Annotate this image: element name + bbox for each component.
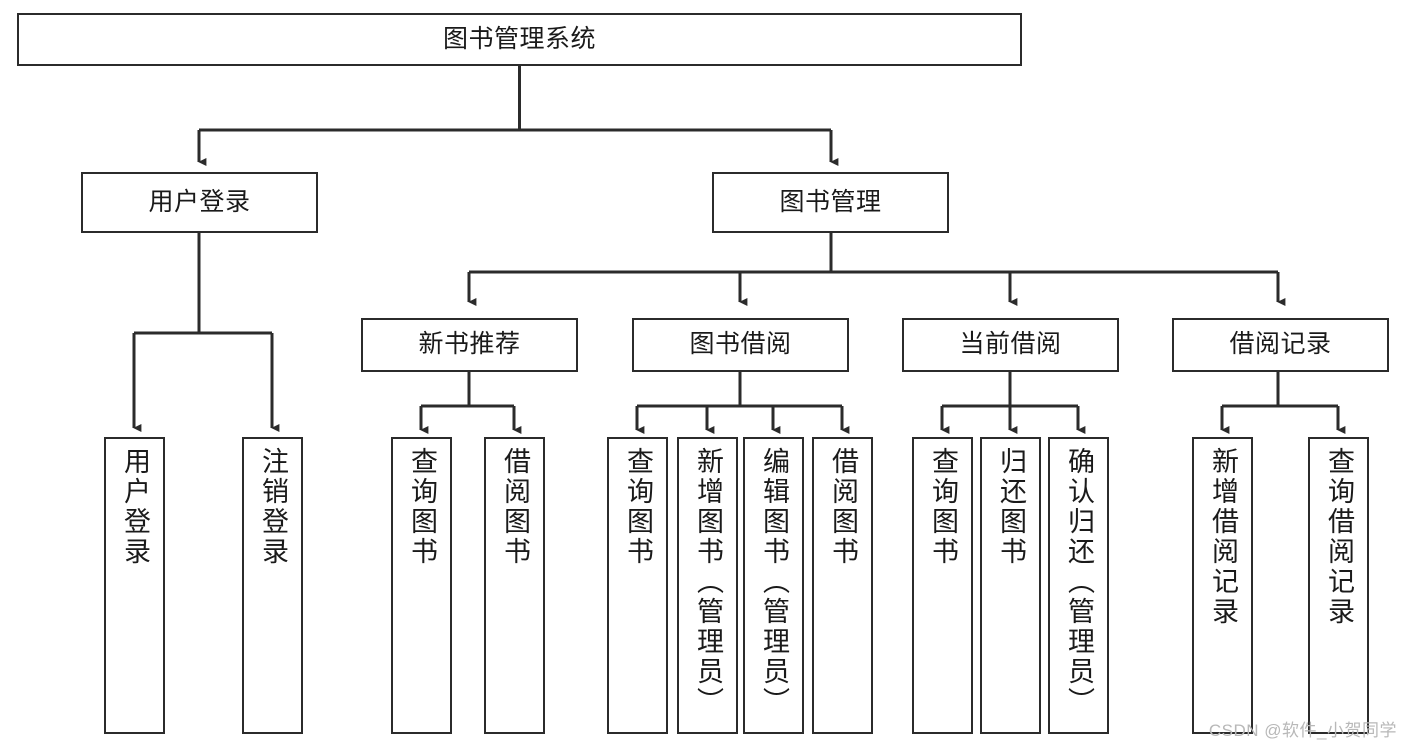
node-leaf-confirm-return[interactable]: 确认归还（管理员） — [1048, 437, 1109, 734]
node-leaf-confirm-return-label: 确认归还（管理员） — [1064, 447, 1094, 717]
node-leaf-return-book[interactable]: 归还图书 — [980, 437, 1041, 734]
node-book-manage-label: 图书管理 — [779, 187, 882, 216]
node-leaf-query-book-1[interactable]: 查询图书 — [391, 437, 452, 734]
node-leaf-edit-book[interactable]: 编辑图书（管理员） — [743, 437, 804, 734]
node-leaf-add-record-label: 新增借阅记录 — [1208, 447, 1238, 627]
node-leaf-borrow-book-2-label: 借阅图书 — [828, 447, 858, 567]
node-new-book-recommend[interactable]: 新书推荐 — [361, 318, 578, 372]
node-leaf-add-book-label: 新增图书（管理员） — [693, 447, 723, 717]
node-leaf-query-book-1-label: 查询图书 — [407, 447, 437, 567]
node-user-login-label: 用户登录 — [148, 187, 251, 216]
node-leaf-query-book-3[interactable]: 查询图书 — [912, 437, 973, 734]
node-current-borrow[interactable]: 当前借阅 — [902, 318, 1119, 372]
node-leaf-edit-book-label: 编辑图书（管理员） — [759, 447, 789, 717]
node-leaf-borrow-book-1[interactable]: 借阅图书 — [484, 437, 545, 734]
node-leaf-query-book-2[interactable]: 查询图书 — [607, 437, 668, 734]
node-root[interactable]: 图书管理系统 — [17, 13, 1022, 66]
node-book-borrow[interactable]: 图书借阅 — [632, 318, 849, 372]
node-leaf-borrow-book-1-label: 借阅图书 — [500, 447, 530, 567]
node-leaf-query-book-2-label: 查询图书 — [623, 447, 653, 567]
node-leaf-logout-login-label: 注销登录 — [258, 447, 288, 567]
node-new-book-recommend-label: 新书推荐 — [418, 330, 521, 359]
node-user-login[interactable]: 用户登录 — [81, 172, 318, 233]
csdn-watermark: CSDN @软件_小贺同学 — [1208, 721, 1397, 740]
node-leaf-query-record-label: 查询借阅记录 — [1324, 447, 1354, 627]
node-root-label: 图书管理系统 — [442, 24, 596, 53]
node-leaf-logout-login[interactable]: 注销登录 — [242, 437, 303, 734]
node-current-borrow-label: 当前借阅 — [959, 330, 1062, 359]
node-leaf-user-login-label: 用户登录 — [120, 447, 150, 567]
node-leaf-return-book-label: 归还图书 — [996, 447, 1026, 567]
node-leaf-borrow-book-2[interactable]: 借阅图书 — [812, 437, 873, 734]
node-leaf-user-login[interactable]: 用户登录 — [104, 437, 165, 734]
node-borrow-record-label: 借阅记录 — [1229, 330, 1332, 359]
node-borrow-record[interactable]: 借阅记录 — [1172, 318, 1389, 372]
node-leaf-query-record[interactable]: 查询借阅记录 — [1308, 437, 1369, 734]
node-leaf-add-book[interactable]: 新增图书（管理员） — [677, 437, 738, 734]
node-leaf-query-book-3-label: 查询图书 — [928, 447, 958, 567]
node-leaf-add-record[interactable]: 新增借阅记录 — [1192, 437, 1253, 734]
node-book-manage[interactable]: 图书管理 — [712, 172, 949, 233]
node-book-borrow-label: 图书借阅 — [689, 330, 792, 359]
